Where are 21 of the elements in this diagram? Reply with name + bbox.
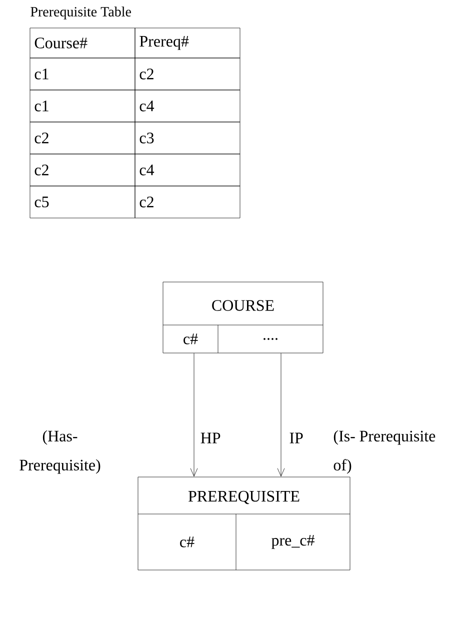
table-cell: c2 xyxy=(134,186,240,218)
note: (Is- Prerequisite of) xyxy=(334,430,436,474)
entity-box: COURSE c# .... xyxy=(162,282,324,354)
table-cell: c4 xyxy=(134,90,240,122)
table-header-cell: Course# xyxy=(30,28,136,58)
table-header-cell: Prereq# xyxy=(134,28,240,58)
table-cell: c2 xyxy=(134,58,240,90)
table-cell: c2 xyxy=(30,122,136,154)
table-cell: c1 xyxy=(30,58,136,90)
table-cell: c3 xyxy=(134,122,240,154)
table-cell: c5 xyxy=(30,186,136,218)
table-cell: c1 xyxy=(30,90,136,122)
edge-label: IP xyxy=(290,432,303,444)
table-cell: c4 xyxy=(134,154,240,186)
entity-box: PREREQUISITE c# pre_c# xyxy=(138,476,350,570)
note: (Has- Prerequisite) xyxy=(20,430,100,474)
table-cell: c2 xyxy=(30,154,136,186)
arrow xyxy=(277,353,285,476)
edge-label: HP xyxy=(200,432,220,444)
arrow xyxy=(190,353,198,476)
table-title: Prerequisite Table xyxy=(30,6,131,20)
